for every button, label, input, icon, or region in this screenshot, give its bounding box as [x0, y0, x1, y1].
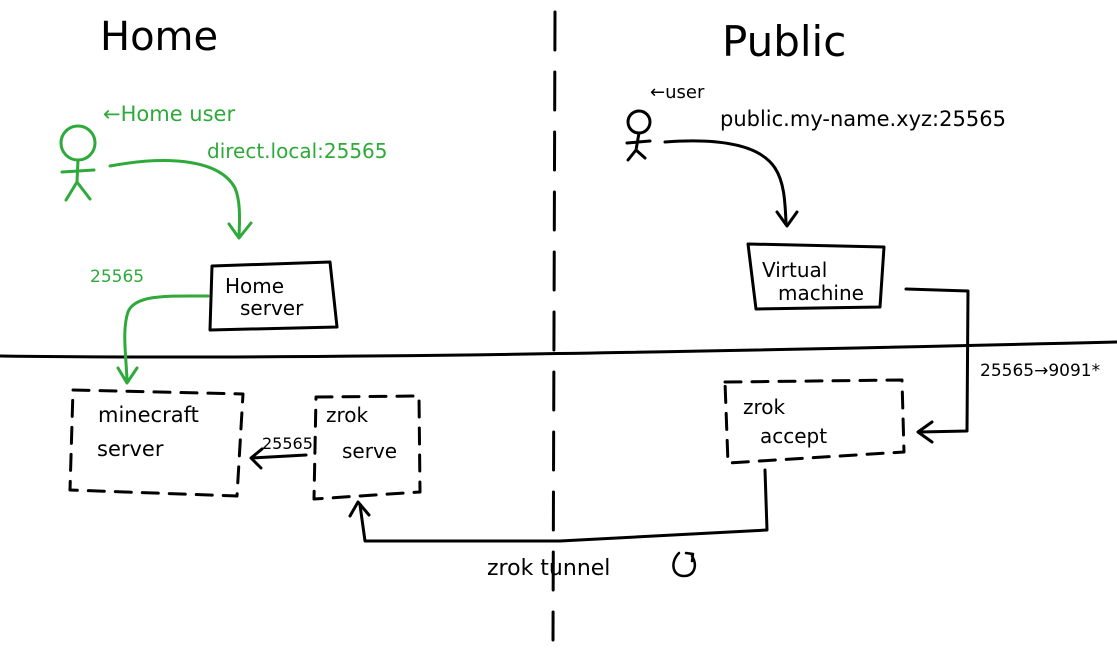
- public-user-figure: [625, 109, 652, 162]
- virtual-machine-label-line1: Virtual: [762, 258, 827, 282]
- home-public-divider: [551, 10, 557, 642]
- zrok-accept-label-line1: zrok: [743, 395, 786, 419]
- home-user-arrow: [108, 159, 253, 240]
- network-boundary-line: [0, 340, 1117, 359]
- home-user-figure: [59, 124, 97, 202]
- home-server-label-line2: server: [240, 296, 304, 320]
- forward-port-label: 25565→9091*: [980, 361, 1100, 381]
- minecraft-server-box: minecraft server: [68, 388, 245, 498]
- vm-to-zrok-accept-arrow: [904, 287, 970, 444]
- zrok-tunnel-label: zrok tunnel: [487, 556, 610, 581]
- public-section-title: Public: [722, 17, 846, 66]
- public-user-label: ←user: [650, 82, 705, 103]
- home-server-to-minecraft-arrow: [116, 294, 210, 385]
- zrok-serve-label-line2: serve: [342, 439, 397, 463]
- zrok-accept-box: zrok accept: [723, 378, 906, 465]
- home-server-label-line1: Home: [225, 274, 284, 298]
- minecraft-server-label-line1: minecraft: [98, 403, 199, 427]
- serve-port-label: 25565: [262, 434, 313, 453]
- virtual-machine-box: Virtual machine: [746, 242, 886, 311]
- zrok-accept-label-line2: accept: [760, 424, 827, 448]
- home-server-box: Home server: [208, 260, 339, 332]
- virtual-machine-label-line2: machine: [778, 281, 864, 305]
- home-user-address: direct.local:25565: [207, 139, 388, 163]
- public-user-arrow: [663, 139, 799, 228]
- public-user-address: public.my-name.xyz:25565: [720, 107, 1006, 131]
- circular-arrow-icon: [672, 551, 696, 578]
- zrok-tunnel-line: [348, 468, 769, 543]
- zrok-serve-box: zrok serve: [312, 394, 422, 501]
- home-port-label: 25565: [90, 267, 144, 287]
- zrok-serve-label-line1: zrok: [326, 403, 369, 427]
- home-user-label: ←Home user: [103, 102, 235, 126]
- minecraft-server-label-line2: server: [97, 437, 164, 461]
- zrok-serve-to-minecraft-arrow: [249, 447, 308, 470]
- home-section-title: Home: [100, 14, 218, 60]
